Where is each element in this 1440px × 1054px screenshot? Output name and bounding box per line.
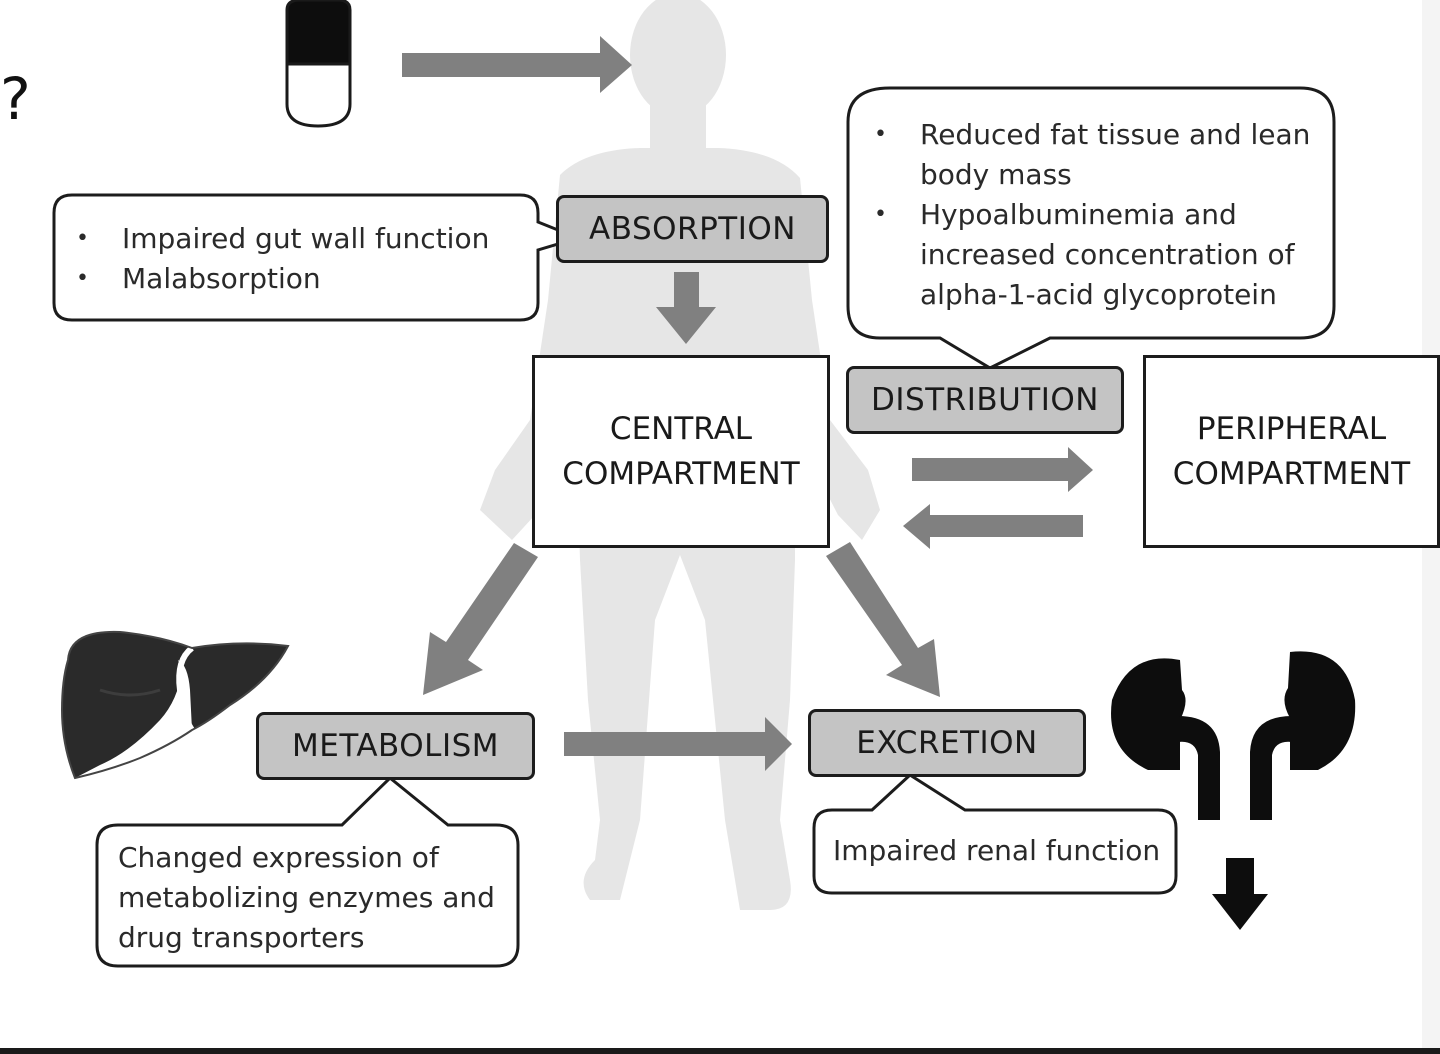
to-excretion-arrow: [826, 542, 940, 697]
capsule-icon: [285, 0, 352, 128]
excretion-note: Impaired renal function: [833, 834, 1161, 867]
question-mark: ?: [0, 65, 31, 133]
distribution-notes: Reduced fat tissue and lean body mass Hy…: [874, 115, 1314, 315]
peripheral-compartment-line1: PERIPHERAL: [1196, 410, 1387, 447]
metabolism-note: Changed expression of metabolizing enzym…: [118, 841, 495, 954]
absorption-down-arrow: [656, 272, 716, 344]
central-compartment-line2: COMPARTMENT: [562, 455, 800, 492]
to-peripheral-arrow: [912, 447, 1093, 492]
excretion-out-arrow: [1212, 858, 1268, 930]
intake-arrow: [402, 36, 632, 93]
excretion-label: EXCRETION: [856, 725, 1038, 761]
distribution-note: Reduced fat tissue and lean body mass: [874, 115, 1314, 195]
distribution-label: DISTRIBUTION: [871, 382, 1099, 418]
absorption-note: Malabsorption: [76, 259, 526, 299]
peripheral-compartment: PERIPHERAL COMPARTMENT: [1143, 355, 1440, 548]
metabolism-to-excretion-arrow: [564, 717, 792, 771]
absorption-notes: Impaired gut wall function Malabsorption: [76, 219, 526, 299]
excretion-callout-bubble: [812, 773, 1178, 895]
central-compartment-line1: CENTRAL: [609, 410, 753, 447]
to-central-arrow: [903, 504, 1083, 549]
distribution-note: Hypoalbuminemia and increased concentrat…: [874, 195, 1314, 315]
liver-icon: [60, 630, 290, 780]
kidneys-icon: [1111, 651, 1356, 930]
metabolism-callout-bubble: [95, 775, 520, 968]
absorption-note: Impaired gut wall function: [76, 219, 526, 259]
absorption-box: ABSORPTION: [556, 195, 829, 263]
metabolism-label: METABOLISM: [291, 728, 500, 764]
bottom-border: [0, 1048, 1440, 1054]
central-compartment: CENTRAL COMPARTMENT: [532, 355, 830, 548]
distribution-box: DISTRIBUTION: [846, 366, 1124, 434]
excretion-box: EXCRETION: [808, 709, 1086, 777]
peripheral-compartment-line2: COMPARTMENT: [1172, 455, 1411, 492]
absorption-label: ABSORPTION: [589, 211, 796, 247]
to-metabolism-arrow: [423, 543, 538, 695]
metabolism-box: METABOLISM: [256, 712, 535, 780]
